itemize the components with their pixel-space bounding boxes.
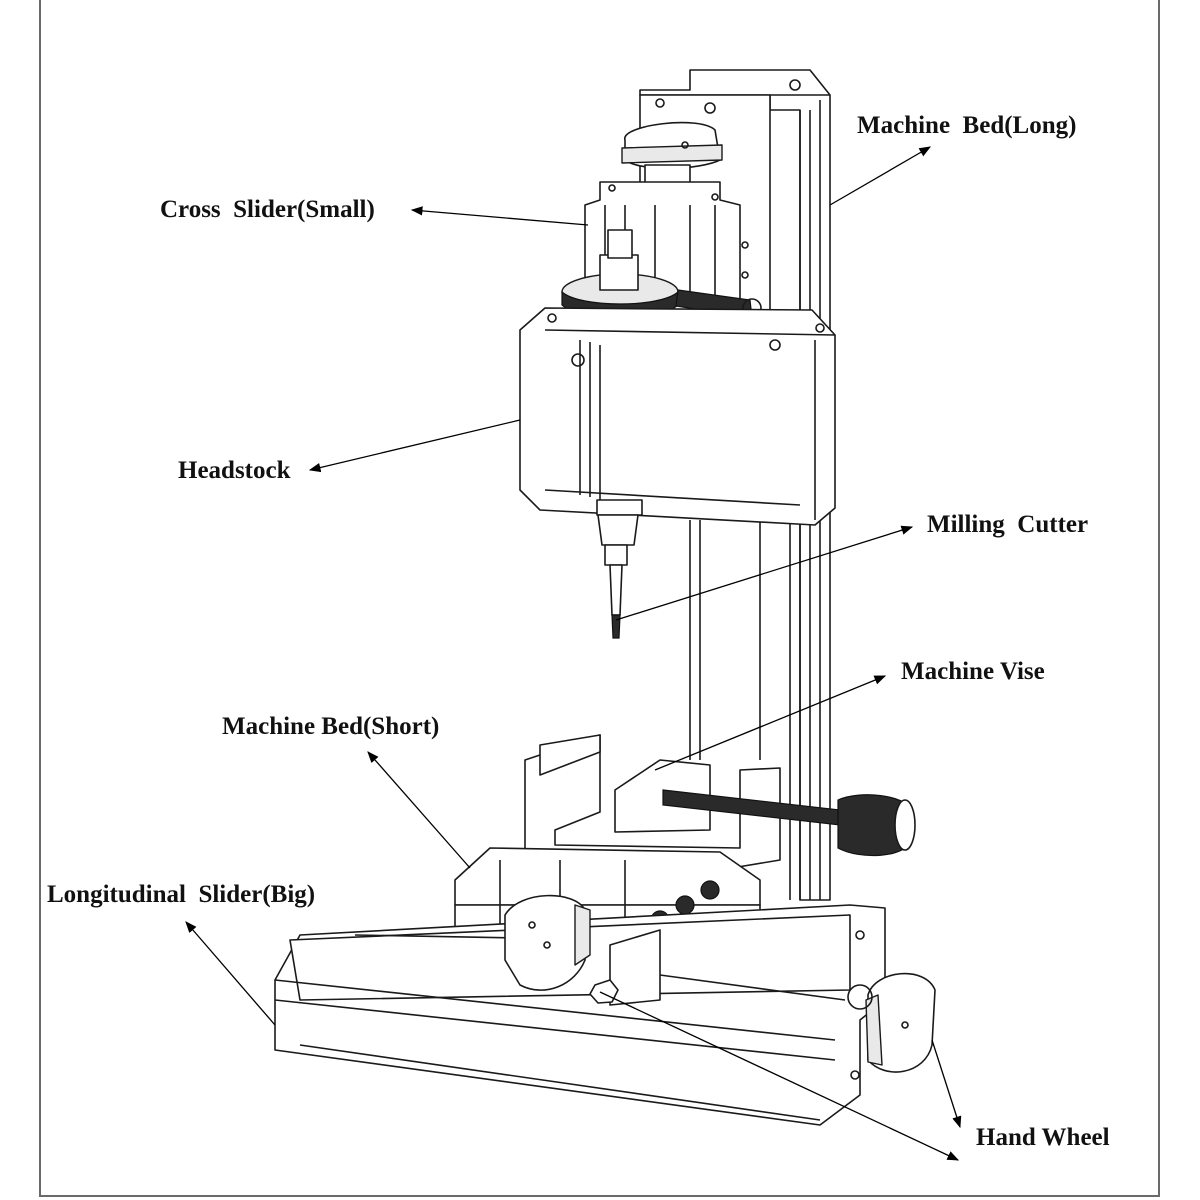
arrow-hand-wheel-right	[931, 1039, 962, 1129]
arrow-hand-wheel-left	[599, 991, 960, 1161]
label-machine-vise: Machine Vise	[901, 658, 1045, 685]
label-cross-slider-small: Cross Slider(Small)	[160, 196, 375, 223]
milling-cutter-drawing	[596, 499, 643, 639]
label-hand-wheel: Hand Wheel	[976, 1124, 1110, 1151]
arrow-milling-cutter	[615, 525, 914, 621]
arrow-longitudinal-slider	[185, 921, 276, 1026]
arrow-machine-vise	[654, 675, 887, 771]
longitudinal-slider-drawing	[274, 904, 886, 1126]
leader-arrows	[185, 146, 962, 1161]
label-machine-bed-long: Machine Bed(Long)	[857, 112, 1077, 139]
label-headstock: Headstock	[178, 457, 291, 484]
arrow-headstock	[308, 419, 521, 473]
label-machine-bed-short: Machine Bed(Short)	[222, 713, 440, 740]
hand-wheel-drawing	[504, 894, 936, 1073]
figure-frame	[39, 0, 1160, 1197]
arrow-machine-bed-long	[829, 146, 932, 206]
label-milling-cutter: Milling Cutter	[927, 511, 1089, 538]
arrow-machine-bed-short	[367, 751, 471, 869]
label-longitudinal-slider-big: Longitudinal Slider(Big)	[47, 881, 316, 908]
arrow-cross-slider	[410, 206, 589, 226]
headstock-drawing	[519, 307, 836, 526]
